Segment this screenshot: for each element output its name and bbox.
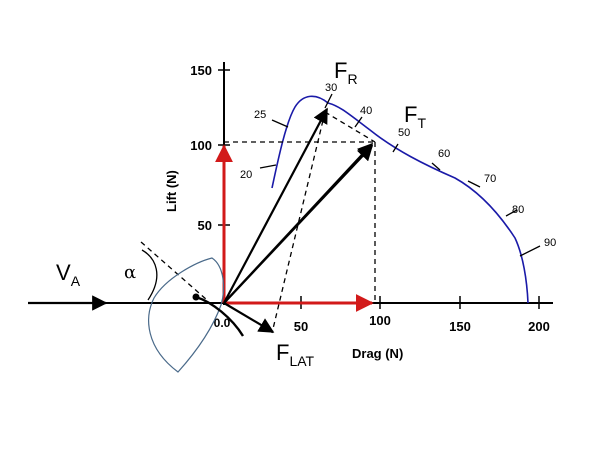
angle-tick-90: [519, 245, 541, 257]
angle-label-40: 40: [360, 105, 372, 117]
angle-tick-80: [505, 209, 518, 217]
angle-tick-60: [431, 162, 441, 171]
angle-label-30: 30: [325, 82, 337, 94]
dash-centerline: [140, 241, 208, 301]
angle-label-80: 80: [512, 204, 524, 216]
polar-curve: [271, 95, 529, 304]
fr-label-main: F: [334, 58, 347, 83]
ft-label-sub: T: [417, 115, 426, 131]
angle-label-60: 60: [438, 148, 450, 160]
x-tick-label-50: 50: [294, 319, 308, 334]
construction-lines: [100, 111, 376, 334]
x-tick-label-150: 150: [449, 319, 471, 334]
x-axis-title: Drag (N): [352, 346, 403, 361]
va-label: VA: [56, 260, 81, 289]
fr-label: FR: [334, 58, 358, 87]
angle-tick-20: [259, 164, 277, 169]
alpha-arc: [141, 249, 158, 301]
flat-label-sub: LAT: [289, 353, 314, 369]
ft-arrow-lower: [223, 144, 374, 304]
fr-label-sub: R: [347, 71, 357, 87]
va-label-main: V: [56, 260, 71, 285]
angle-label-50: 50: [398, 127, 410, 139]
angle-label-20: 20: [240, 169, 252, 181]
angle-label-90: 90: [544, 237, 556, 249]
y-tick-label-100: 100: [190, 138, 212, 153]
fr-arrow: [223, 107, 328, 304]
angle-tick-25: [271, 119, 289, 128]
angle-label-25: 25: [254, 109, 266, 121]
x-tick-label-200: 200: [528, 319, 550, 334]
ft-label: FT: [404, 102, 426, 131]
ft-label-main: F: [404, 102, 417, 127]
flat-arrow: [223, 302, 275, 333]
angle-tick-30: [324, 93, 333, 109]
x-tick-label-100: 100: [369, 313, 391, 328]
angle-label-70: 70: [484, 173, 496, 185]
va-label-sub: A: [71, 273, 81, 289]
y-tick-label-50: 50: [198, 218, 212, 233]
alpha-label: α: [124, 262, 136, 283]
sail: [195, 295, 245, 337]
boat: [141, 249, 245, 373]
angle-tick-40: [354, 116, 363, 128]
mast: [192, 293, 200, 301]
angle-tick-50: [392, 143, 399, 153]
y-axis-title: Lift (N): [164, 170, 179, 212]
flat-label: FLAT: [276, 340, 315, 369]
y-tick-label-150: 150: [190, 63, 212, 78]
force-arrows: [28, 107, 374, 333]
component-arrows: [215, 144, 374, 312]
dash-ft-to-fr: [324, 111, 376, 143]
angle-tick-70: [467, 180, 481, 188]
dash-flat-construction: [271, 111, 326, 334]
origin-label: 0.0: [214, 316, 231, 330]
flat-label-main: F: [276, 340, 289, 365]
polar-angle-ticks: [259, 93, 541, 257]
hull-outline: [148, 257, 225, 373]
